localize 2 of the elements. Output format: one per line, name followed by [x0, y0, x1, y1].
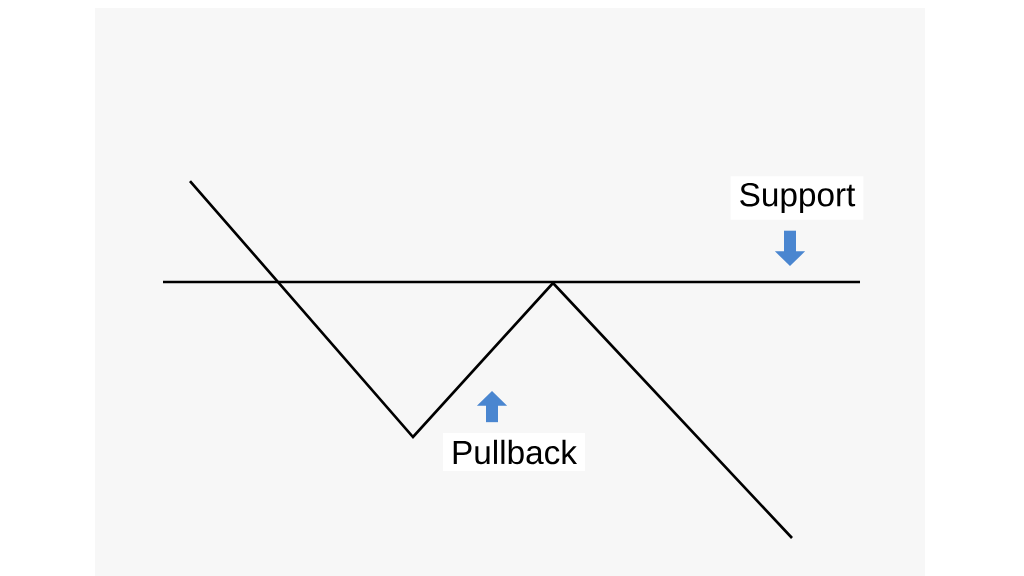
text-label: Pullback	[443, 433, 585, 471]
text-label: Support	[730, 176, 864, 220]
